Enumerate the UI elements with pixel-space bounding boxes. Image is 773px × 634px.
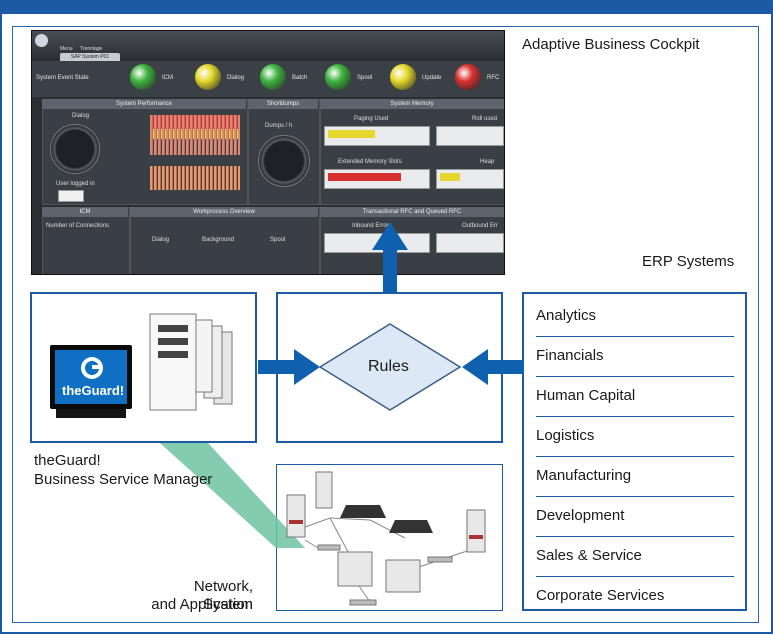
erp-item: Analytics	[536, 296, 734, 337]
dashboard-menu-1[interactable]: Menu	[60, 46, 73, 52]
erp-item: Financials	[536, 336, 734, 377]
cockpit-label: Adaptive Business Cockpit	[522, 36, 700, 53]
paging-label: Paging Used	[354, 116, 389, 122]
panel-rfc-header: Transactional RFC and Queued RFC	[320, 207, 504, 217]
arrow-right-head	[462, 349, 488, 385]
status-light-spool-icon	[325, 64, 351, 90]
perf-chart-bottom	[150, 166, 240, 190]
panel-workprocess-title: Workprocess Overview	[193, 209, 255, 215]
erp-item: Human Capital	[536, 376, 734, 417]
status-light-label: Batch	[292, 75, 308, 81]
inbound-label: Inbound Errors	[352, 223, 392, 229]
network-server-1	[286, 494, 306, 538]
status-light-icm-icon	[130, 64, 156, 90]
ext-mem-label: Extended Memory Slots	[338, 159, 402, 165]
status-light-rfc-icon	[455, 64, 481, 90]
erp-item: Logistics	[536, 416, 734, 457]
dumps-gauge	[258, 135, 310, 187]
roll-label: Roll used	[472, 116, 498, 122]
network-label-line1: Network, System	[193, 578, 253, 613]
panel-rfc-title: Transactional RFC and Queued RFC	[362, 209, 462, 215]
dashboard-menu-2[interactable]: Trennlage	[80, 46, 103, 52]
wp-dialog-label: Dialog	[152, 237, 170, 243]
perf-chart-top	[150, 115, 240, 155]
status-row-label: System Event State	[36, 75, 89, 81]
outbound-label: Outbound Err	[462, 223, 499, 229]
panel-performance-header: System Performance	[42, 99, 246, 109]
guard-beam	[160, 443, 305, 548]
panel-shortdumps-header: Shortdumps	[248, 99, 318, 109]
paging-bar-fill	[328, 130, 375, 138]
panel-memory-title: System Memory	[390, 101, 434, 107]
network-switch-1	[317, 544, 341, 551]
cockpit-screenshot: Menu Trennlage SAP System P01 System Eve…	[31, 30, 505, 275]
panel-icm	[42, 207, 130, 274]
connections-label: Number of Connections	[46, 223, 110, 229]
rules-diamond	[318, 323, 462, 411]
status-light-label: Update	[422, 75, 442, 81]
network-laptop-1	[340, 505, 386, 518]
status-light-label: ICM	[162, 75, 173, 81]
server-back-1	[193, 319, 213, 393]
erp-item: Development	[536, 496, 734, 537]
panel-memory-header: System Memory	[320, 99, 504, 109]
network-server-2	[315, 471, 333, 509]
panel-icm-title: ICM	[79, 209, 91, 215]
panel-icm-header: ICM	[42, 207, 128, 217]
wp-background-label: Background	[202, 237, 235, 243]
ext-mem-bar-fill	[328, 173, 401, 181]
status-light-label: Dialog	[227, 75, 245, 81]
erp-item: Corporate Services	[536, 587, 665, 604]
arrow-right-shaft	[484, 360, 524, 374]
status-light-update-icon	[390, 64, 416, 90]
dashboard-tab-label: SAP System P01	[70, 54, 110, 60]
diagram-border	[12, 26, 759, 623]
network-switch-3	[349, 599, 377, 606]
monitor-stand	[56, 409, 126, 418]
dashboard-logo-icon	[35, 34, 48, 47]
guard-logo-text: theGuard!	[62, 383, 125, 398]
arrow-up-head	[372, 222, 408, 250]
users-logged-label: User logged in	[56, 181, 95, 187]
guard-label-line2: Business Service Manager	[34, 471, 213, 488]
network-server-5	[385, 559, 421, 593]
status-light-label: RFC	[487, 75, 500, 81]
erp-item: Sales & Service	[536, 536, 734, 577]
network-switch-2	[427, 556, 453, 563]
ext-mem-bar	[324, 169, 430, 189]
guard-label-line1: theGuard!	[34, 452, 101, 469]
network-laptop-2	[389, 520, 433, 533]
heap-bar	[436, 169, 504, 189]
network-server-4	[337, 551, 373, 587]
panel-shortdumps-title: Shortdumps	[266, 101, 300, 107]
network-server-3	[466, 509, 486, 553]
panel-performance-title: System Performance	[115, 101, 173, 107]
dumps-label: Dumps / h	[265, 123, 293, 129]
status-light-dialog-icon	[195, 64, 221, 90]
dialog-gauge	[50, 124, 100, 174]
outbound-bar	[436, 233, 504, 253]
heap-label: Heap	[480, 159, 495, 165]
dashboard-tab[interactable]: SAP System P01	[60, 53, 120, 61]
erp-item: Manufacturing	[536, 456, 734, 497]
perf-dialog-label: Dialog	[72, 113, 90, 119]
roll-bar	[436, 126, 504, 146]
panel-workprocess-header: Workprocess Overview	[130, 207, 318, 217]
wp-spool-label: Spool	[270, 237, 286, 243]
erp-systems-label: ERP Systems	[642, 253, 735, 270]
users-logged-value	[58, 190, 84, 202]
status-light-batch-icon	[260, 64, 286, 90]
heap-bar-fill	[440, 173, 460, 181]
rules-label: Rules	[368, 358, 409, 375]
status-light-label: Spool	[357, 75, 373, 81]
paging-bar	[324, 126, 430, 146]
arrow-left-shaft	[258, 360, 298, 374]
panel-workprocess	[130, 207, 320, 274]
arrow-up-shaft	[383, 248, 397, 292]
arrow-left-head	[294, 349, 320, 385]
network-label-line2: and Application	[151, 596, 253, 613]
